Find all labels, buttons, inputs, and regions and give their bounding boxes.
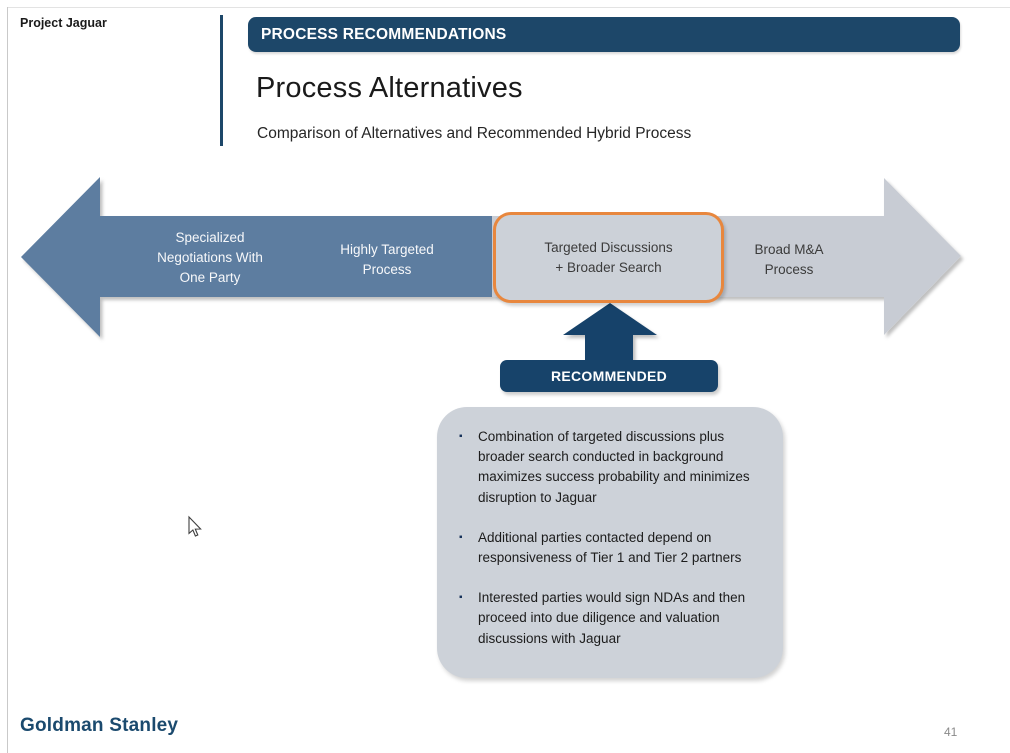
kicker-label: PROCESS RECOMMENDATIONS: [261, 25, 507, 43]
title-rule: [220, 15, 223, 146]
page-title: Process Alternatives: [256, 72, 523, 104]
up-arrow-icon: [563, 303, 657, 361]
callout-item-text: Combination of targeted discussions plus…: [478, 429, 750, 505]
page-number: 41: [944, 725, 958, 739]
project-label: Project Jaguar: [20, 16, 107, 30]
kicker-banner: PROCESS RECOMMENDATIONS: [248, 17, 960, 52]
recommended-highlight-box: Targeted Discussions + Broader Search: [493, 212, 724, 303]
callout-item-text: Additional parties contacted depend on r…: [478, 529, 742, 566]
list-item: ▪ Interested parties would sign NDAs and…: [459, 588, 765, 649]
recommended-badge-label: RECOMMENDED: [550, 368, 668, 384]
bullet-square-icon: ▪: [459, 431, 463, 442]
list-item: ▪ Combination of targeted discussions pl…: [459, 427, 765, 508]
footer-brand: Goldman Stanley: [20, 715, 179, 736]
mouse-cursor-icon: [188, 515, 202, 537]
segment-label-targeted-discussions: Targeted Discussions + Broader Search: [544, 239, 673, 275]
list-item: ▪ Additional parties contacted depend on…: [459, 528, 765, 568]
recommended-badge: RECOMMENDED: [500, 360, 718, 392]
slide-edge-top: [7, 7, 1010, 8]
bullet-square-icon: ▪: [459, 531, 463, 543]
details-callout-box: ▪ Combination of targeted discussions pl…: [437, 407, 783, 678]
segment-label-highly-targeted: Highly Targeted Process: [340, 242, 434, 277]
segment-label-broad-ma: Broad M&A Process: [754, 242, 824, 277]
bullet-square-icon: ▪: [459, 592, 463, 604]
callout-item-text: Interested parties would sign NDAs and t…: [478, 590, 746, 646]
page-subtitle: Comparison of Alternatives and Recommend…: [257, 125, 692, 142]
segment-label-specialized-negotiations: Specialized Negotiations With One Party: [157, 230, 263, 285]
slide-edge-left: [7, 7, 8, 753]
